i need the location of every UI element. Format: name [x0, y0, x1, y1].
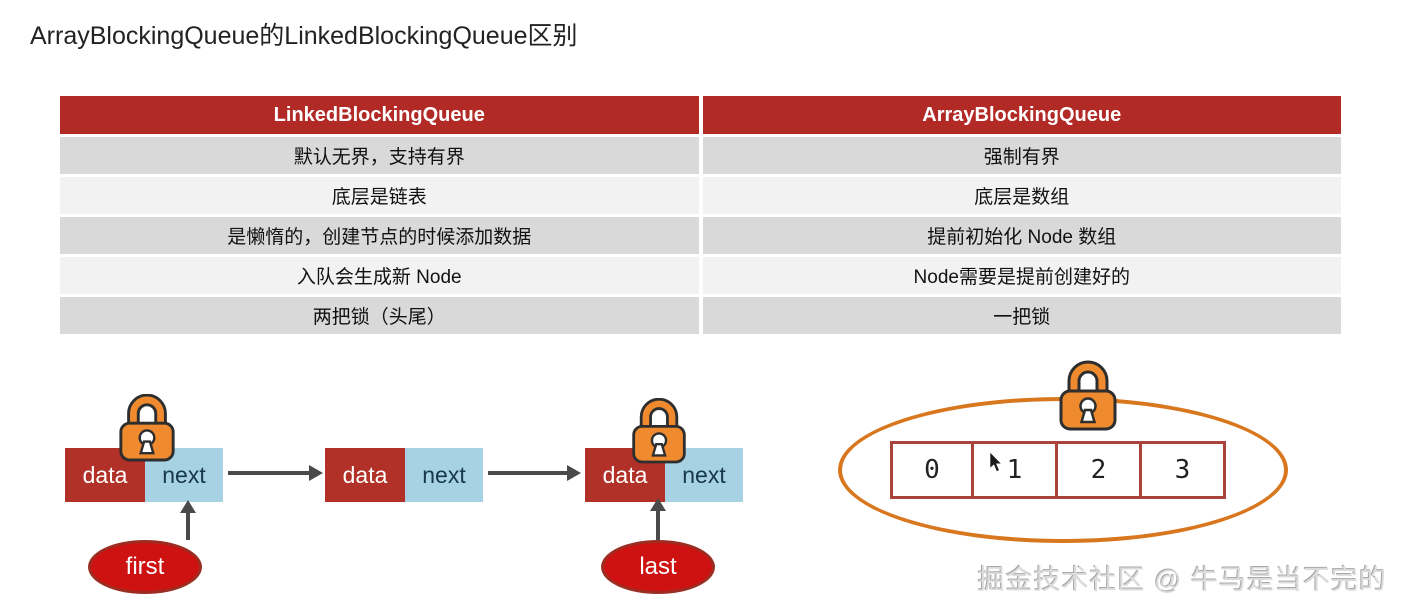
- array-cell-2: 2: [1058, 441, 1142, 499]
- last-pointer-arrow: [650, 498, 666, 540]
- table-cell: 底层是数组: [702, 177, 1341, 214]
- node-data-cell: data: [585, 448, 665, 502]
- first-pointer: first: [88, 540, 202, 594]
- list-node-2: data next: [325, 448, 483, 502]
- table-cell: 提前初始化 Node 数组: [702, 217, 1341, 254]
- table-cell: 底层是链表: [60, 177, 699, 214]
- node-next-cell: next: [405, 448, 483, 502]
- node-data-cell: data: [325, 448, 405, 502]
- array-cells: 0 1 2 3: [890, 441, 1226, 499]
- first-pointer-arrow: [180, 500, 196, 540]
- next-pointer-arrow: [488, 465, 581, 481]
- mouse-cursor-icon: [989, 450, 1004, 473]
- array-cell-0: 0: [890, 441, 974, 499]
- table-header-arrayblockingqueue: ArrayBlockingQueue: [702, 96, 1341, 134]
- page-title: ArrayBlockingQueue的LinkedBlockingQueue区别: [30, 22, 578, 50]
- table-cell: 入队会生成新 Node: [60, 257, 699, 294]
- table-cell: Node需要是提前创建好的: [702, 257, 1341, 294]
- padlock-icon: [119, 394, 175, 462]
- padlock-icon: [632, 398, 686, 464]
- table-cell: 是懒惰的，创建节点的时候添加数据: [60, 217, 699, 254]
- table-cell: 两把锁（头尾）: [60, 297, 699, 334]
- table-header-linkedblockingqueue: LinkedBlockingQueue: [60, 96, 699, 134]
- comparison-table: LinkedBlockingQueue ArrayBlockingQueue 默…: [60, 96, 1341, 334]
- next-pointer-arrow: [228, 465, 323, 481]
- padlock-icon: [1059, 360, 1117, 431]
- array-cell-1: 1: [974, 441, 1058, 499]
- watermark: 掘金技术社区 @ 牛马是当不完的: [977, 565, 1387, 595]
- table-cell: 默认无界，支持有界: [60, 137, 699, 174]
- last-pointer: last: [601, 540, 715, 594]
- table-cell: 强制有界: [702, 137, 1341, 174]
- table-cell: 一把锁: [702, 297, 1341, 334]
- array-cell-3: 3: [1142, 441, 1226, 499]
